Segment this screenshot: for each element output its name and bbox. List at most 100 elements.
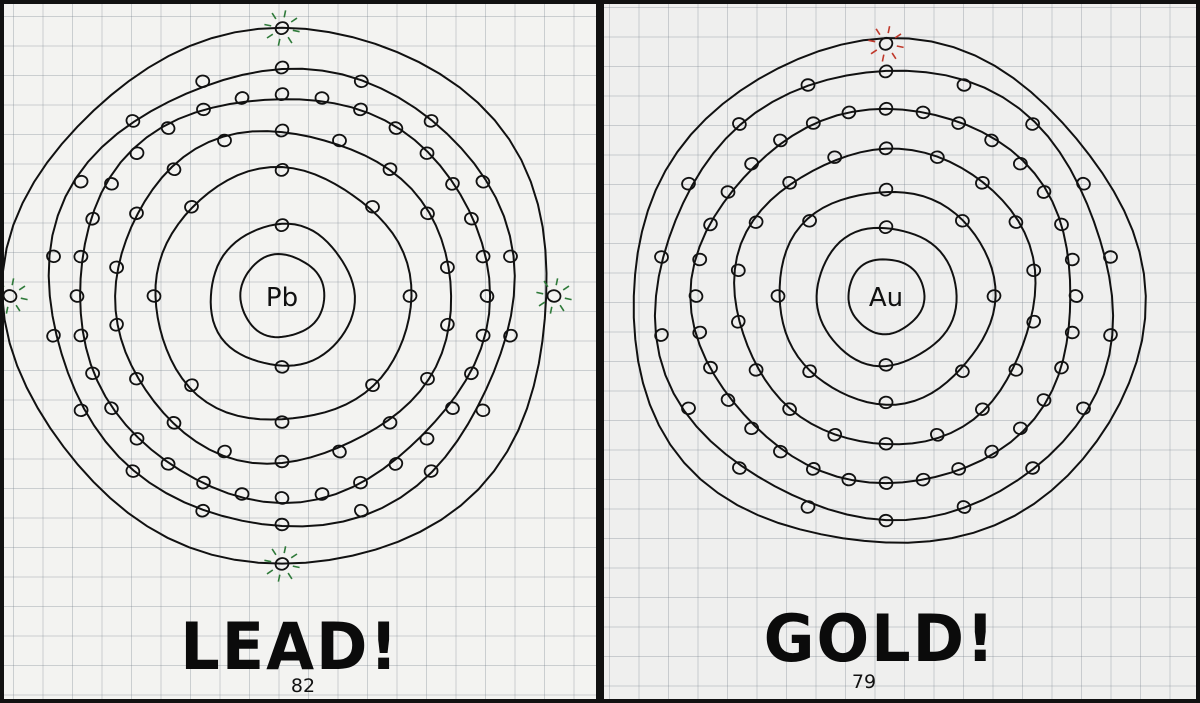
- gold-electron: [1013, 421, 1028, 436]
- lead-electron: [503, 328, 518, 343]
- gold-electron: [878, 220, 894, 234]
- lead-shell-5: [47, 67, 516, 528]
- gold-electron: [744, 156, 759, 171]
- gold-valence-highlight: [868, 26, 904, 62]
- lead-electron: [274, 517, 290, 532]
- gold-shells: [632, 37, 1147, 544]
- lead-electron: [464, 211, 479, 226]
- lead-shell-4: [79, 98, 492, 505]
- lead-electron: [314, 91, 330, 105]
- gold-electron: [878, 101, 894, 116]
- gold-electron: [732, 461, 747, 475]
- gold-electron: [929, 150, 945, 164]
- lead-electron: [129, 206, 144, 221]
- gold-electron: [681, 401, 696, 416]
- lead-electron: [353, 74, 369, 89]
- gold-electron: [984, 133, 999, 148]
- gold-electron: [805, 116, 821, 130]
- gold-electron: [703, 360, 718, 375]
- gold-electron: [955, 364, 970, 378]
- gold-electron: [692, 325, 708, 340]
- gold-electron: [1103, 250, 1118, 264]
- gold-electron: [1025, 461, 1040, 475]
- gold-shell-1: [815, 226, 958, 368]
- gold-electron: [744, 421, 759, 436]
- lead-electron: [274, 557, 290, 571]
- lead-shell-1: [209, 222, 356, 367]
- lead-electron: [423, 464, 439, 478]
- lead-electron: [146, 289, 162, 303]
- gold-electron: [878, 513, 894, 528]
- lead-electron: [274, 163, 290, 177]
- lead-electron: [160, 457, 176, 471]
- lead-electron: [419, 146, 435, 160]
- lead-electron: [274, 123, 290, 138]
- lead-electron: [104, 177, 119, 191]
- lead-electron: [125, 464, 141, 478]
- lead-valence-highlight: [536, 278, 572, 314]
- lead-electron: [129, 371, 144, 386]
- gold-electron: [827, 428, 843, 442]
- gold-electron: [800, 500, 816, 514]
- lead-electron: [475, 174, 491, 189]
- gold-electron: [956, 78, 972, 92]
- gold-electron: [1025, 117, 1040, 131]
- lead-atom-diagram: Pb: [4, 10, 572, 582]
- gold-electron: [731, 314, 746, 329]
- gold-electron: [692, 252, 708, 267]
- gold-shell-5: [653, 69, 1115, 522]
- gold-electron: [1036, 393, 1052, 407]
- gold-electron: [1064, 325, 1080, 340]
- lead-electron: [402, 289, 418, 303]
- gold-electron: [955, 214, 970, 228]
- gold-electron: [878, 36, 894, 51]
- lead-valence-highlight: [4, 278, 28, 314]
- gold-electron: [984, 444, 999, 459]
- gold-element-symbol: Au: [869, 283, 903, 313]
- gold-electron: [748, 215, 764, 229]
- lead-electron: [332, 444, 347, 459]
- gold-electron: [878, 358, 894, 372]
- gold-electron: [1008, 215, 1024, 229]
- lead-electron: [420, 206, 435, 221]
- lead-electron: [274, 87, 290, 101]
- gold-shell-2: [778, 190, 997, 406]
- lead-electron: [217, 444, 232, 459]
- lead-electron: [184, 200, 199, 214]
- gold-electron: [1008, 363, 1024, 377]
- gold-electron: [802, 214, 817, 228]
- gold-electron: [951, 116, 967, 130]
- lead-electron: [440, 317, 455, 332]
- lead-electron: [4, 289, 18, 303]
- gold-electron: [878, 182, 894, 197]
- lead-valence-highlight: [264, 546, 300, 582]
- lead-electron: [419, 432, 435, 446]
- gold-electron: [841, 472, 857, 487]
- lead-electron: [196, 475, 211, 490]
- lead-electron: [109, 260, 124, 275]
- lead-electron: [184, 378, 199, 393]
- gold-electron: [930, 427, 945, 442]
- lead-shell-6: [4, 26, 548, 565]
- gold-panel: Au GOLD! 79: [604, 4, 1196, 699]
- lead-shell-3: [114, 130, 453, 465]
- gold-electron: [688, 289, 704, 303]
- gold-shell-3: [733, 147, 1037, 446]
- lead-electron: [73, 174, 89, 189]
- lead-electron: [353, 102, 368, 117]
- gold-electron: [806, 462, 821, 476]
- lead-shell-2: [154, 165, 413, 421]
- gold-electron: [878, 437, 894, 451]
- lead-electron: [423, 114, 439, 128]
- lead-electron: [274, 218, 290, 232]
- lead-electron: [503, 249, 518, 264]
- gold-electron: [878, 141, 894, 156]
- gold-electron: [1068, 289, 1084, 303]
- lead-electron: [274, 491, 290, 505]
- gold-electron: [773, 133, 788, 148]
- gold-electron: [915, 105, 931, 120]
- lead-nucleus: [239, 252, 326, 339]
- lead-electron: [195, 503, 211, 518]
- lead-valence-highlight: [264, 10, 300, 46]
- gold-electron: [986, 289, 1002, 303]
